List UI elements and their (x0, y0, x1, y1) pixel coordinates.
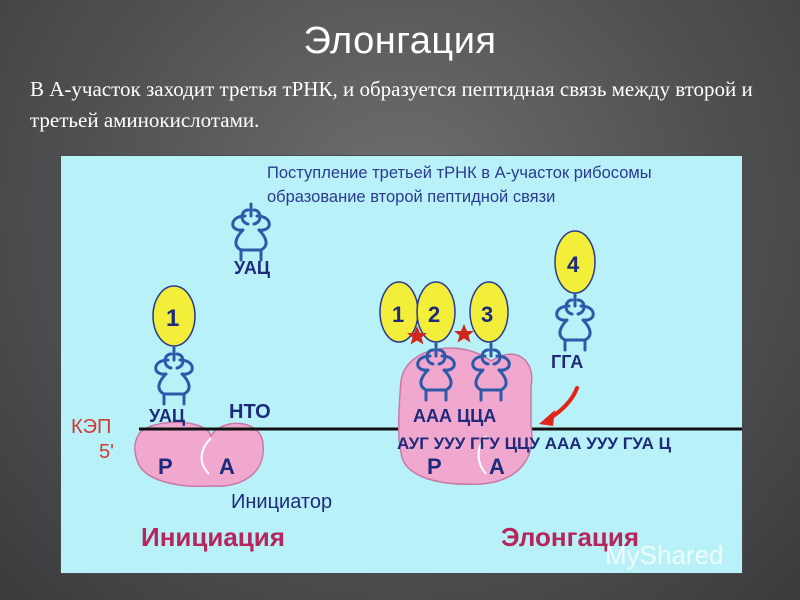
elongation-amino-acid-3 (469, 281, 509, 343)
peptide-bond-star-2-icon (454, 324, 474, 343)
mrna-codon-sequence: АУГ УУУ ГГУ ЦЦУ ААА УУУ ГУА Ц (397, 434, 672, 453)
incoming-trna-icon (555, 292, 595, 352)
initiation-ribosome-divider (200, 437, 212, 475)
initiator-label: Инициатор (231, 491, 332, 513)
slide-body-text: В А-участок заходит третья тРНК, и образ… (30, 77, 753, 132)
slide-title: Элонгация (303, 20, 497, 62)
elongation-ribosome-divider (477, 435, 487, 475)
elongation-p-site: Р (427, 454, 442, 479)
elongation-anticodons: ААА ЦЦА (413, 406, 496, 426)
stage-label-initiation: Инициация (141, 522, 285, 552)
incoming-anticodon: ГГА (551, 352, 583, 372)
incoming-arrowhead-icon (539, 410, 555, 426)
watermark-logo: MyShared (605, 540, 724, 570)
elongation-amino-acid-1-label: 1 (392, 302, 404, 327)
elongation-a-site: А (489, 454, 505, 479)
initiation-ribosome (134, 421, 264, 488)
diagram-canvas: Поступление третьей тРНК в А-участок риб… (71, 164, 742, 552)
five-prime-label: 5' (99, 441, 114, 463)
stage-label-elongation: Элонгация (501, 522, 639, 552)
initiation-a-site: А (219, 454, 235, 479)
caption-line-2: образование второй пептидной связи (267, 188, 555, 206)
free-trna-icon (231, 202, 271, 262)
elongation-ribosome (397, 347, 533, 486)
elongation-diagram: Поступление третьей тРНК в А-участок риб… (60, 155, 743, 574)
initiation-anticodon: УАЦ (149, 406, 186, 426)
cap-label: КЭП (71, 416, 111, 438)
initiation-amino-acid-label: 1 (166, 305, 179, 332)
elongation-amino-acid-2-label: 2 (428, 302, 440, 327)
free-trna-anticodon: УАЦ (234, 258, 271, 278)
initiation-trna-icon (154, 346, 194, 406)
initiation-codon-label: НТО (229, 401, 271, 423)
caption-line-1: Поступление третьей тРНК в А-участок риб… (267, 164, 652, 182)
initiation-p-site: Р (158, 454, 173, 479)
initiation-amino-acid-1 (152, 285, 196, 347)
peptide-bond-star-1-icon (407, 326, 427, 345)
elongation-amino-acid-2 (416, 281, 456, 343)
incoming-amino-acid-label: 4 (567, 252, 580, 277)
elongation-amino-acid-3-label: 3 (481, 302, 493, 327)
